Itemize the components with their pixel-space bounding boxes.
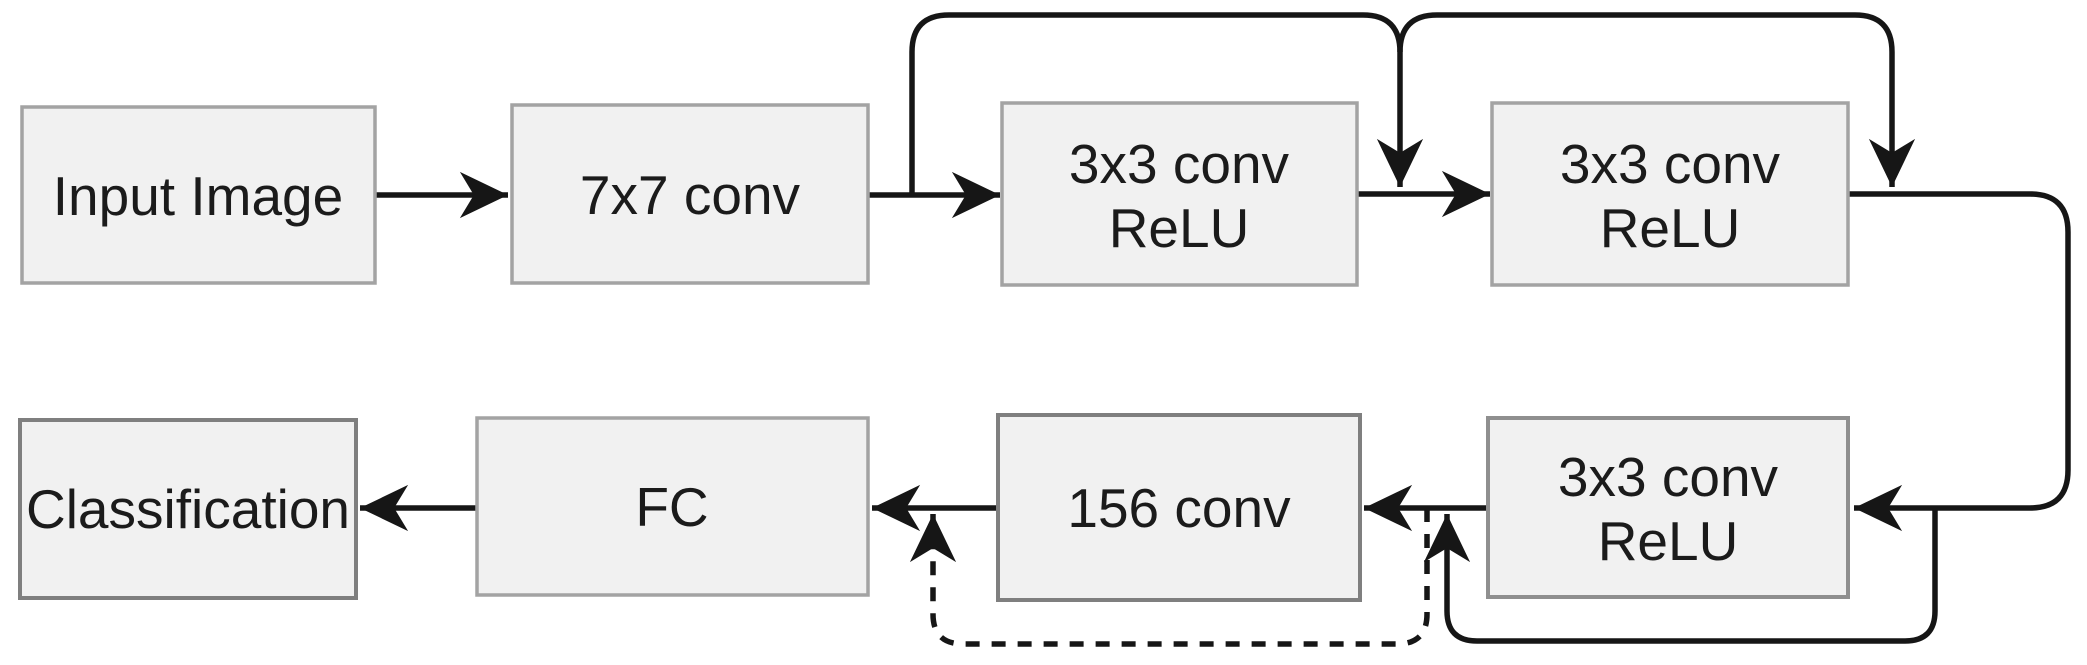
edge-conv3b-to-conv3c-wrap bbox=[1848, 191, 2071, 532]
node-conv3x3-top-second: 3x3 conv ReLU bbox=[1490, 101, 1850, 287]
node-fc-label: FC bbox=[635, 476, 708, 538]
node-conv3x3-top-first-label-line2: ReLU bbox=[1109, 197, 1250, 259]
node-classification-label: Classification bbox=[26, 478, 350, 540]
node-conv156: 156 conv bbox=[996, 413, 1362, 602]
node-conv7x7-label: 7x7 conv bbox=[580, 164, 801, 226]
node-conv7x7-box bbox=[510, 103, 870, 285]
node-conv3x3-bottom-label-line2: ReLU bbox=[1598, 510, 1739, 572]
node-conv3x3-top-first-box bbox=[1000, 101, 1359, 287]
node-conv3x3-top-second-box bbox=[1490, 101, 1850, 287]
node-conv3x3-bottom-box bbox=[1486, 416, 1850, 599]
node-fc: FC bbox=[475, 416, 870, 597]
node-conv3x3-top-first: 3x3 conv ReLU bbox=[1000, 101, 1359, 287]
edge-skip3-under-conv3c bbox=[1423, 508, 1938, 644]
node-conv3x3-bottom: 3x3 conv ReLU bbox=[1486, 416, 1850, 599]
node-input-image-box bbox=[20, 105, 377, 285]
node-fc-box bbox=[475, 416, 870, 597]
node-classification: Classification bbox=[18, 418, 358, 600]
node-conv3x3-top-first-label-line1: 3x3 conv bbox=[1069, 133, 1290, 195]
node-conv156-box bbox=[996, 413, 1362, 602]
edge-skip2-over-conv3b bbox=[1397, 12, 1916, 187]
node-conv3x3-top-second-label-line2: ReLU bbox=[1600, 197, 1741, 259]
node-conv3x3-bottom-label-line1: 3x3 conv bbox=[1558, 446, 1779, 508]
node-classification-box bbox=[18, 418, 358, 600]
node-conv7x7: 7x7 conv bbox=[510, 103, 870, 285]
node-input-image: Input Image bbox=[20, 105, 377, 285]
node-conv156-label: 156 conv bbox=[1067, 477, 1291, 539]
edge-skip1-over-conv3a bbox=[909, 12, 1424, 194]
node-input-image-label: Input Image bbox=[53, 165, 343, 227]
node-conv3x3-top-second-label-line1: 3x3 conv bbox=[1560, 133, 1781, 195]
edge-skip4-dashed-under-conv156 bbox=[909, 508, 1430, 647]
